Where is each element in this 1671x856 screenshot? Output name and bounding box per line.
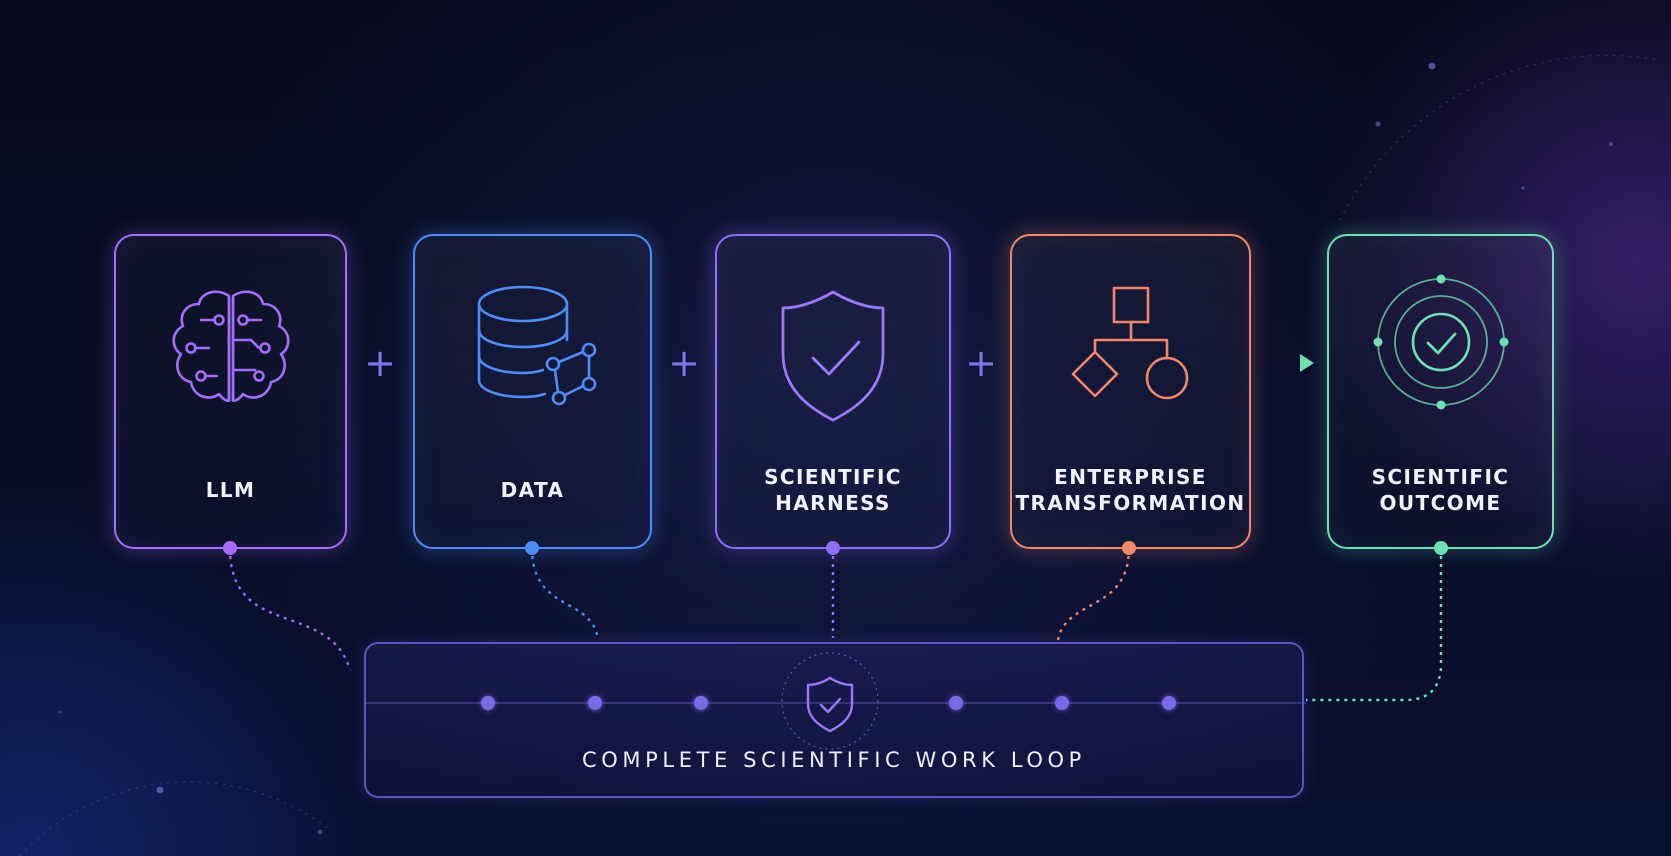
flowchart-icon [1012, 274, 1249, 440]
brain-circuit-icon [116, 274, 345, 440]
connector-llm [228, 547, 352, 671]
loop-node [1162, 696, 1176, 710]
card-label-harness: SCIENTIFIC HARNESS [764, 465, 902, 515]
database-network-icon [415, 274, 650, 440]
work-loop-bar: COMPLETE SCIENTIFIC WORK LOOP [364, 642, 1306, 798]
plus-operator-3: + [965, 341, 997, 385]
loop-node [1055, 696, 1069, 710]
plus-operator-1: + [364, 341, 396, 385]
connector-enterprise [1056, 547, 1131, 641]
arrow-right-icon [1264, 354, 1314, 372]
plus-operator-2: + [668, 341, 700, 385]
card-label-llm: LLM [205, 478, 256, 502]
connector-outcome [1306, 548, 1443, 702]
card-outcome: SCIENTIFIC OUTCOME [1327, 234, 1554, 549]
card-label-outcome: SCIENTIFIC OUTCOME [1371, 465, 1510, 515]
target-check-icon [1329, 274, 1552, 440]
card-enterprise: ENTERPRISE TRANSFORMATION [1010, 234, 1251, 549]
loop-label: COMPLETE SCIENTIFIC WORK LOOP [582, 748, 1086, 772]
card-data: DATA [413, 234, 652, 549]
card-label-data: DATA [500, 478, 565, 502]
connector-data [530, 547, 600, 639]
card-harness: SCIENTIFIC HARNESS [715, 234, 951, 549]
card-llm: LLM [114, 234, 347, 549]
shield-check-icon [717, 274, 949, 440]
loop-node [588, 696, 602, 710]
loop-node [949, 696, 963, 710]
card-label-enterprise: ENTERPRISE TRANSFORMATION [1015, 465, 1246, 515]
loop-node [481, 696, 495, 710]
loop-node [694, 696, 708, 710]
loop-shield-check-icon [806, 676, 854, 733]
